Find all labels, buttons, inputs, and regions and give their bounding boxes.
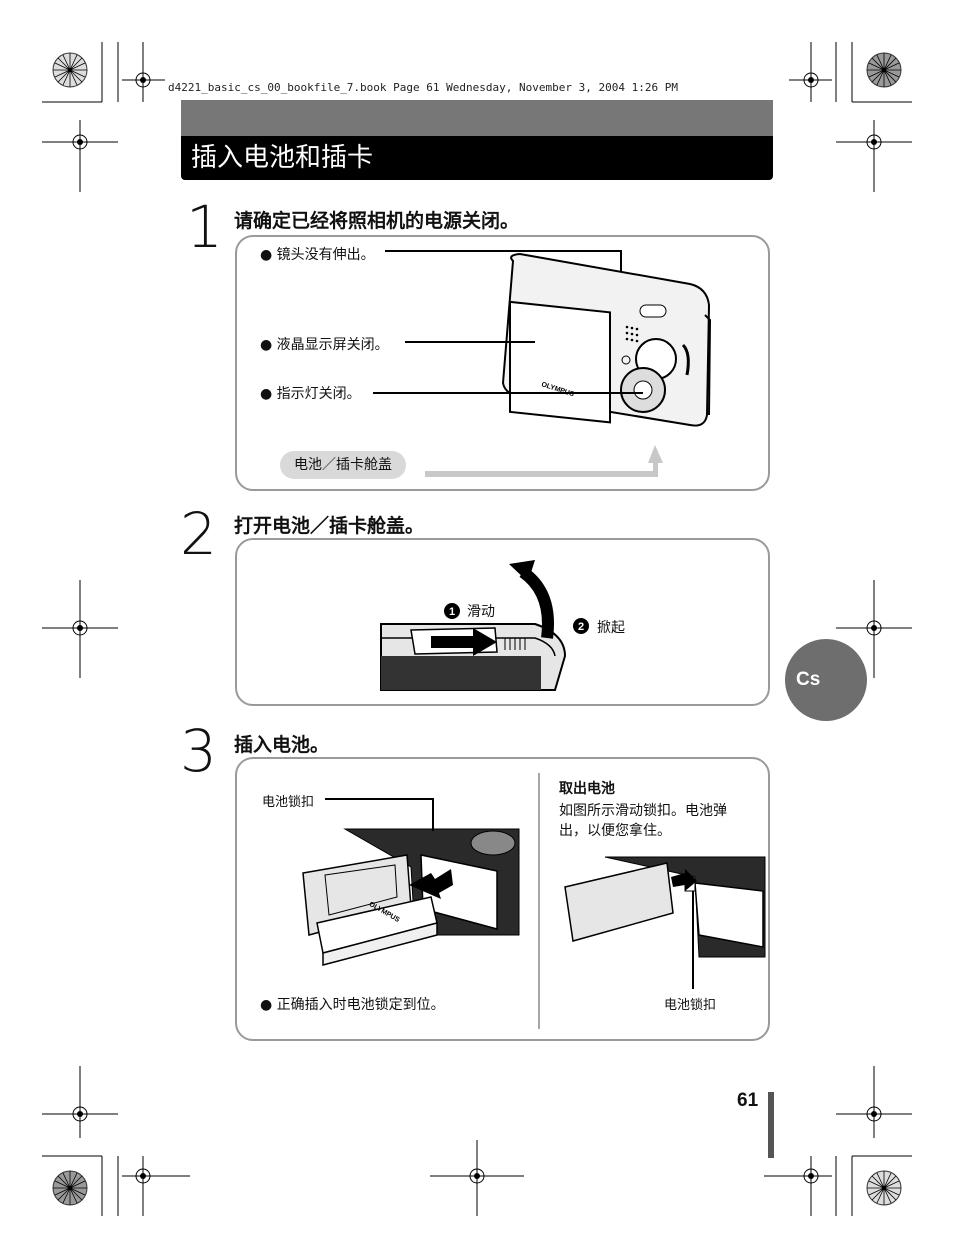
section-title: 插入电池和插卡 [181,136,773,180]
language-tab: Cs [785,639,867,721]
lift-label: 掀起 [597,620,625,636]
step-marker-2: 2 [578,621,584,633]
step-2-number: 2 [180,500,217,568]
remove-battery-lock-label: 电池锁扣 [664,998,717,1013]
remove-battery-heading: 取出电池 [559,781,615,797]
lens-retracted-note: 镜头没有伸出。 [276,247,375,263]
battery-insert-illustration: OLYMPUS [302,773,766,1029]
step-marker-1: 1 [449,606,455,618]
title-band-top [181,100,773,136]
step-2-title: 打开电池／插卡舱盖。 [234,515,425,537]
step-3-title: 插入电池。 [234,734,330,756]
page-number: 61 [737,1090,759,1111]
battery-lock-label: 电池锁扣 [262,795,315,810]
indicator-off-note: 指示灯关闭。 [276,386,361,402]
lcd-off-note: 液晶显示屏关闭。 [276,337,389,353]
step-1-number: 1 [186,193,223,261]
cover-open-illustration: 1 2 [380,560,589,691]
print-header: d4221_basic_cs_00_bookfile_7.book Page 6… [168,81,678,94]
camera-front-illustration: OLYMPUS [373,250,712,477]
step-3-number: 3 [180,717,217,785]
page-number-bar [768,1092,774,1158]
bullet-dot: ● [260,247,277,263]
bullet-dot: ● [260,337,277,353]
remove-battery-line-2: 出，以便您拿住。 [559,823,671,839]
remove-battery-line-1: 如图所示滑动锁扣。电池弹 [559,803,727,819]
step-1-title: 请确定已经将照相机的电源关闭。 [234,210,520,232]
battery-locked-note: 正确插入时电池锁定到位。 [276,997,445,1013]
battery-card-cover-label: 电池／插卡舱盖 [280,451,406,479]
slide-label: 滑动 [467,604,495,620]
bullet-dot: ● [260,386,277,402]
bullet-dot: ● [260,997,277,1013]
